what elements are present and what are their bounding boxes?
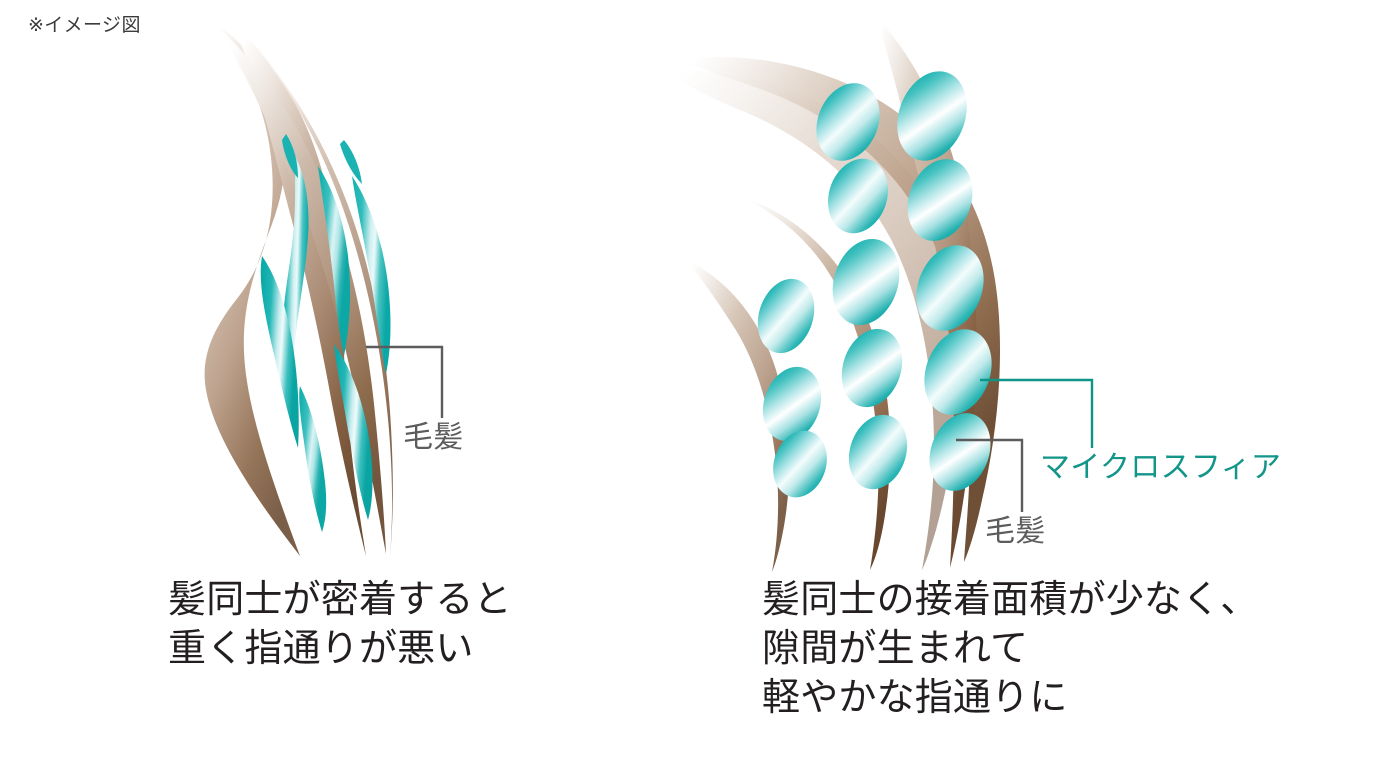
leader-line-microsphere [980,378,1094,448]
callout-label-hair-left: 毛髪 [403,421,464,454]
hair-cluster-microsphere-illustration [660,16,1001,572]
image-note: ※イメージ図 [28,15,141,36]
callout-label-microsphere: マイクロスフィア [1040,451,1282,484]
microsphere-group-lower [762,366,991,498]
microsphere-group-upper [816,71,973,241]
leader-lines-right [956,378,1094,512]
leader-line-hair-left [366,345,444,418]
leader-line-hair-right [956,438,1024,512]
caption-before: 髪同士が密着すると 重く指通りが悪い [168,579,512,670]
panel-after: マイクロスフィア 毛髪 髪同士の接着面積が少なく、 隙間が生まれて 軽やかな指通… [640,0,1380,776]
caption-after: 髪同士の接着面積が少なく、 隙間が生まれて 軽やかな指通りに [762,579,1259,719]
hair-cluster-dense-illustration [204,18,393,556]
microsphere-group-middle [757,239,992,415]
panel-before: 毛髪 髪同士が密着すると 重く指通りが悪い [0,0,640,776]
callout-label-hair-right: 毛髪 [985,515,1046,548]
